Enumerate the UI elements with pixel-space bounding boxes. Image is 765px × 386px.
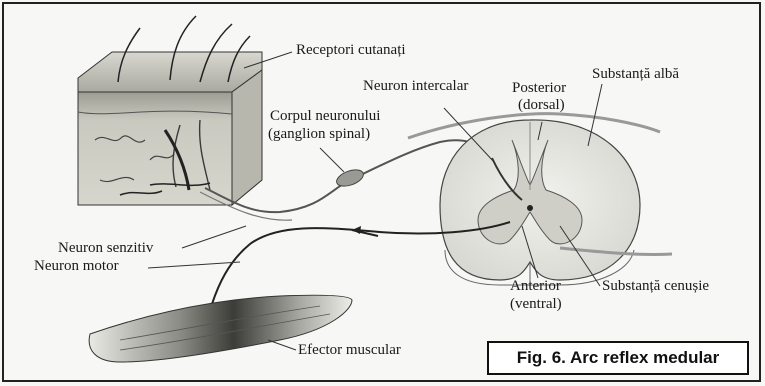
label-receptori: Receptori cutanați <box>296 42 406 59</box>
label-corpul-neuronului: Corpul neuronului <box>270 108 380 125</box>
label-neuron-intercalar: Neuron intercalar <box>363 78 468 95</box>
label-dorsal: (dorsal) <box>518 97 565 114</box>
label-posterior: Posterior <box>512 80 566 97</box>
label-neuron-motor: Neuron motor <box>34 258 119 275</box>
label-anterior: Anterior <box>510 278 561 295</box>
central-canal <box>527 205 533 211</box>
figure-caption: Fig. 6. Arc reflex medular <box>487 341 749 375</box>
spinal-cord-section <box>440 120 640 285</box>
label-substanta-cenusie: Substanță cenușie <box>602 278 709 295</box>
label-ventral: (ventral) <box>510 296 562 313</box>
label-substanta-alba: Substanță albă <box>592 66 679 83</box>
label-efector-muscular: Efector muscular <box>298 342 401 359</box>
label-neuron-senzitiv: Neuron senzitiv <box>58 240 153 257</box>
label-ganglion-spinal: (ganglion spinal) <box>268 126 370 143</box>
skin-block <box>78 16 262 205</box>
